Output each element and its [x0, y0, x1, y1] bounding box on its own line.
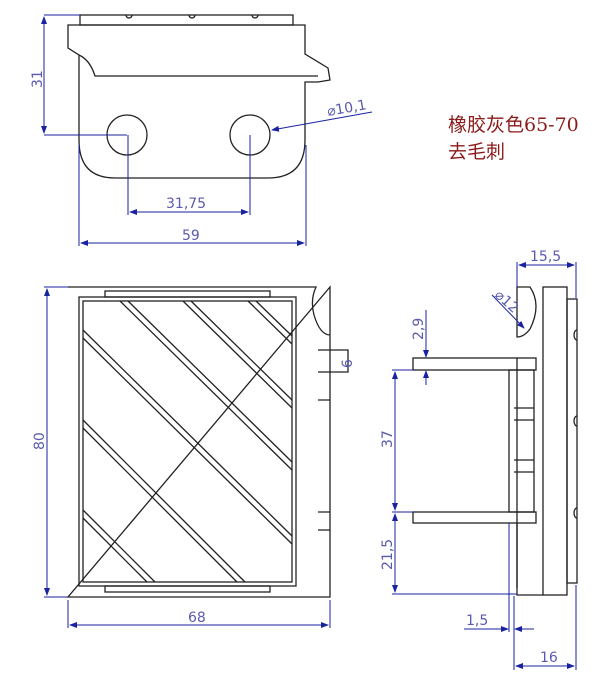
- dim-bottom-offset: 21,5: [380, 539, 396, 570]
- dim-side-depth-top: 15,5: [530, 249, 561, 265]
- dim-front-height: 80: [32, 432, 48, 450]
- dim-top-height: 31: [30, 70, 46, 88]
- dim-top-width: 59: [182, 228, 200, 244]
- dim-tab-size: 6: [340, 359, 356, 368]
- dim-wall-thickness: 1,5: [466, 613, 488, 629]
- note-material: 橡胶灰色65-70: [448, 114, 579, 136]
- note-deburr: 去毛刺: [448, 141, 506, 163]
- front-view: 80 68 6: [32, 285, 356, 628]
- dim-shelf-spacing: 37: [380, 430, 396, 448]
- material-note: 橡胶灰色65-70 去毛刺: [448, 112, 579, 166]
- dim-front-width: 68: [188, 610, 206, 626]
- top-view: 31 31,75 59 ⌀10,1: [30, 14, 373, 246]
- side-view: 15,5 ⌀12 2,9 37 21,5 1,5 16: [380, 249, 578, 670]
- dim-shelf-thickness: 2,9: [411, 318, 427, 340]
- dim-side-depth-bottom: 16: [540, 650, 558, 666]
- dim-hole-spacing: 31,75: [166, 196, 206, 212]
- dim-hole-diameter: ⌀10,1: [326, 97, 368, 120]
